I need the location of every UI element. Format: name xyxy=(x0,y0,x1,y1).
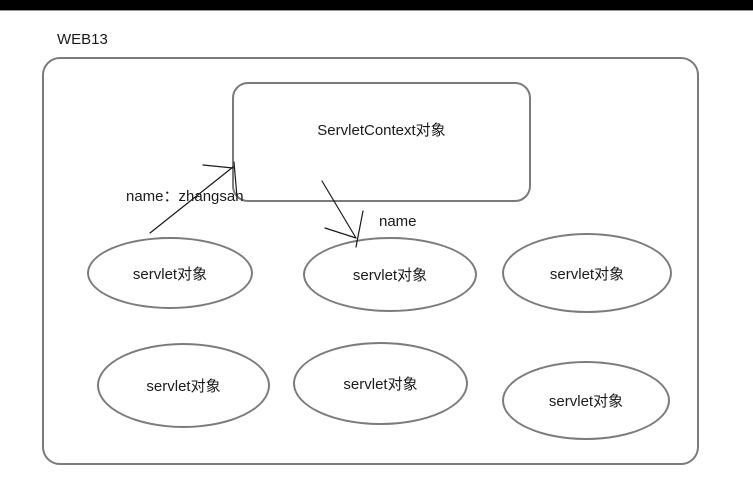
servlet-ellipse-2-label: servlet对象 xyxy=(352,267,428,284)
servlet-ellipse-1-label: servlet对象 xyxy=(132,265,208,283)
web-app-label: WEB13 xyxy=(57,31,108,48)
servlet-ellipse-1: servlet对象 xyxy=(87,237,253,309)
servlet-ellipse-2: servlet对象 xyxy=(303,237,477,312)
servlet-ellipse-6-label: servlet对象 xyxy=(548,393,624,410)
servlet-ellipse-4-label: servlet对象 xyxy=(146,378,221,395)
servletcontext-box: ServletContext对象 xyxy=(232,82,531,202)
attribute-label-name: name xyxy=(379,213,417,230)
web-app-container-box xyxy=(42,57,699,465)
top-black-bar xyxy=(0,0,753,11)
servlet-ellipse-6: servlet对象 xyxy=(502,361,670,440)
servletcontext-box-label: ServletContext对象 xyxy=(317,121,446,139)
servlet-ellipse-5: servlet对象 xyxy=(293,342,468,425)
servlet-ellipse-3: servlet对象 xyxy=(502,233,672,313)
servlet-ellipse-4: servlet对象 xyxy=(97,343,270,428)
servlet-ellipse-3-label: servlet对象 xyxy=(549,265,625,283)
attribute-label-name-zhangsan: name：zhangsan xyxy=(126,188,244,205)
servlet-ellipse-5-label: servlet对象 xyxy=(343,376,418,393)
